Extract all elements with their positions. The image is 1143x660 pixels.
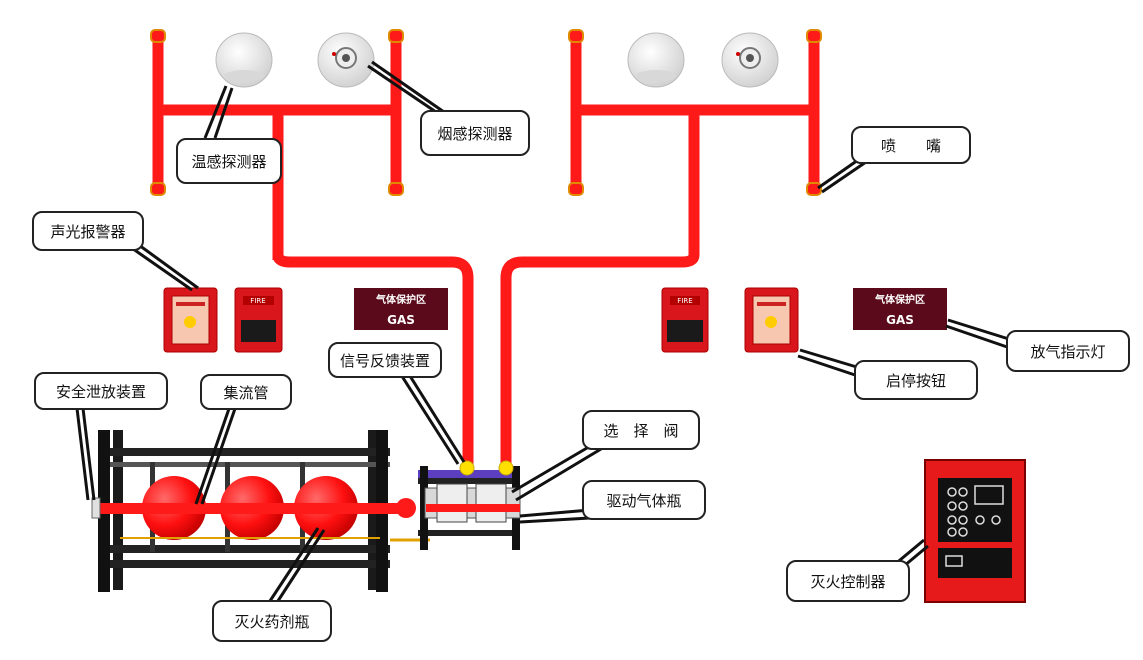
nozzle-caps-left <box>150 29 404 196</box>
label-extinguishing-agent-bottle: 灭火药剂瓶 <box>212 600 332 642</box>
label-discharge-indicator: 放气指示灯 <box>1006 330 1130 372</box>
label-manifold: 集流管 <box>200 374 292 410</box>
smoke-detector-right <box>721 32 779 88</box>
gas-text-right: GAS <box>886 313 914 327</box>
label-start-stop-button: 启停按钮 <box>854 360 978 400</box>
gas-zone-text-left: 气体保护区 <box>375 293 426 306</box>
manual-start-stop-box-left <box>163 287 218 353</box>
gas-text-left: GAS <box>387 313 415 327</box>
label-drive-gas-bottle: 驱动气体瓶 <box>582 480 706 520</box>
label-signal-feedback: 信号反馈装置 <box>328 342 442 378</box>
label-safety-relief: 安全泄放装置 <box>34 372 168 410</box>
label-nozzle: 喷 嘴 <box>851 126 971 164</box>
selector-valve-assembly <box>418 460 521 550</box>
gas-zone-text-right: 气体保护区 <box>874 293 925 306</box>
sound-light-alarm-right: FIRE <box>661 287 709 353</box>
leader-lines <box>74 60 1013 605</box>
label-selector-valve: 选 择 阀 <box>582 410 700 450</box>
left-pipe-network <box>152 38 474 465</box>
manual-start-stop-box-right <box>744 287 799 353</box>
label-smoke-detector: 烟感探测器 <box>420 110 530 156</box>
fire-sign-text-left: FIRE <box>250 297 265 305</box>
gas-sign-right: 气体保护区 GAS <box>853 288 947 330</box>
sound-light-alarm-left: FIRE <box>234 287 283 353</box>
label-sound-light-alarm: 声光报警器 <box>32 211 144 251</box>
nozzle-caps-right <box>568 29 822 196</box>
label-fire-controller: 灭火控制器 <box>786 560 910 602</box>
manifold-pipe <box>91 497 430 542</box>
fire-sign-text-right: FIRE <box>677 297 692 305</box>
right-pipe-network <box>500 38 820 465</box>
gas-sign-left: 气体保护区 GAS <box>354 288 448 330</box>
heat-detector-left <box>215 32 273 88</box>
smoke-detector-left <box>317 32 375 88</box>
fire-controller-cabinet <box>924 459 1026 603</box>
label-heat-detector: 温感探测器 <box>176 138 282 184</box>
heat-detector-right <box>627 32 685 88</box>
